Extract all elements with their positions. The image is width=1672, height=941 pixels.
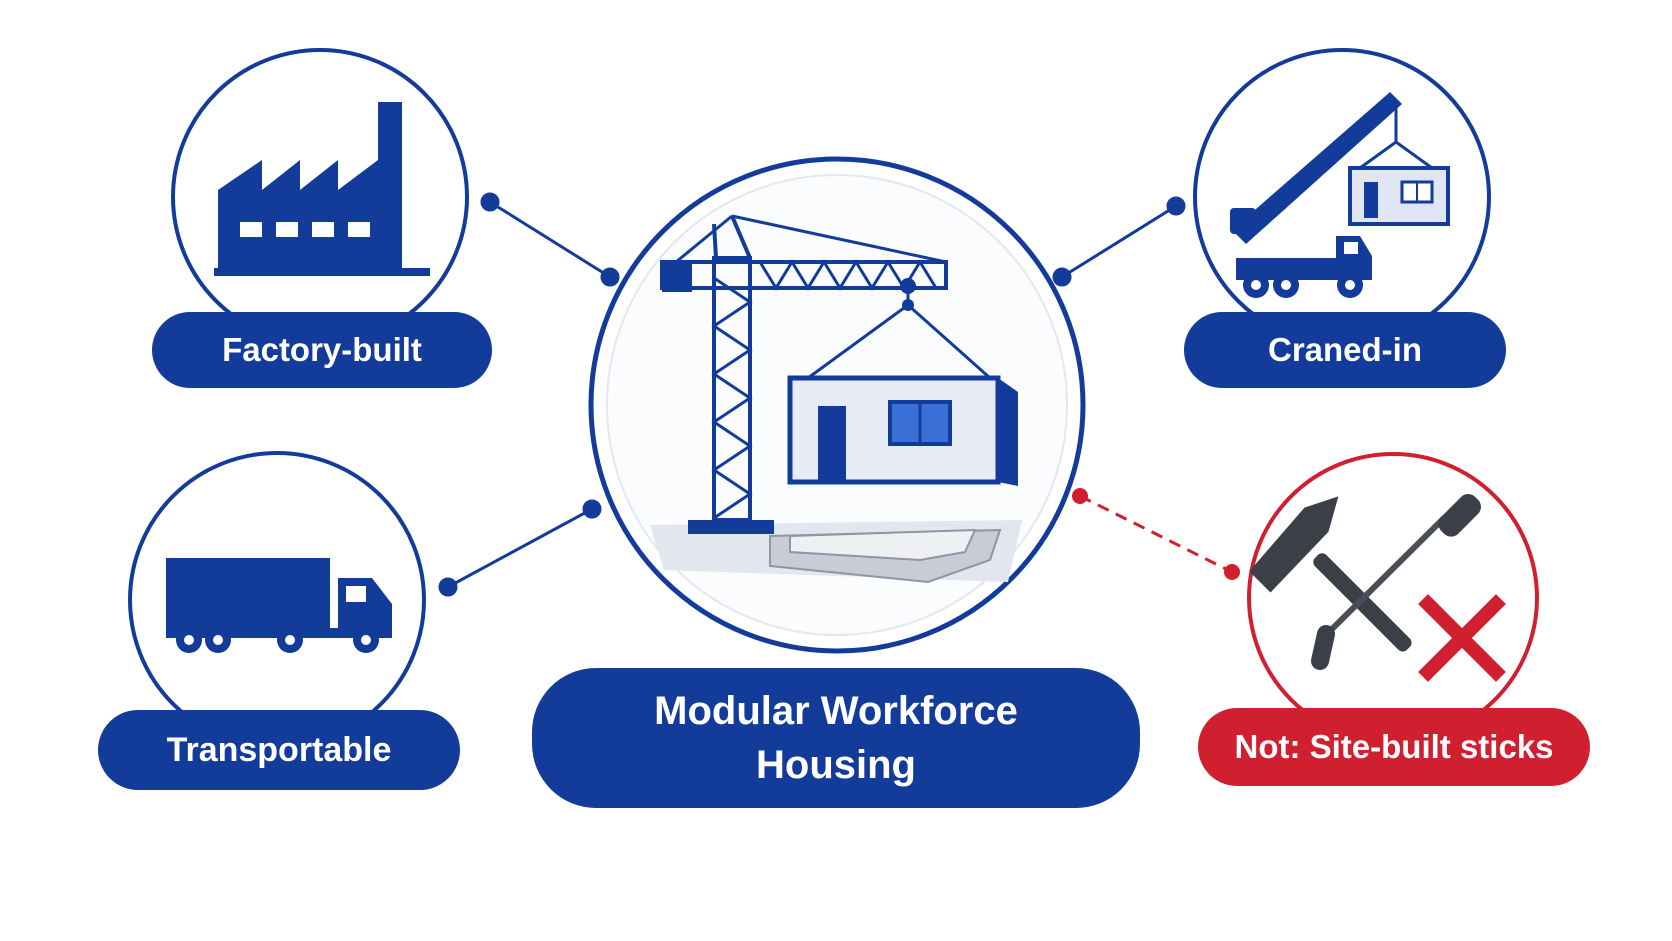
transportable-label: Transportable — [98, 710, 460, 790]
transportable-text: Transportable — [166, 730, 392, 769]
modular-unit-icon — [787, 375, 1018, 486]
connector-factory — [480, 192, 620, 287]
truck-icon — [166, 558, 392, 653]
crane-details — [662, 262, 916, 534]
connector-transport — [438, 499, 602, 597]
craned-in-text: Craned-in — [1267, 331, 1422, 368]
foundation-icon — [650, 520, 1022, 584]
connector-craned — [1052, 196, 1186, 287]
not-site-built-label: Not: Site-built sticks — [1198, 708, 1590, 786]
tower-crane-icon — [660, 214, 991, 522]
connector-not-site — [1072, 488, 1240, 580]
main-title-line-2: Housing — [756, 743, 916, 787]
x-mark-icon — [1418, 594, 1506, 682]
factory-icon — [214, 102, 430, 276]
crane-truck-icon — [1230, 92, 1450, 298]
main-title-line-1: Modular Workforce — [654, 689, 1018, 733]
not-site-built-text: Not: Site-built sticks — [1234, 728, 1554, 765]
factory-built-label: Factory-built — [152, 312, 492, 388]
hammer-screwdriver-icon — [1249, 494, 1481, 670]
factory-built-text: Factory-built — [222, 331, 422, 368]
craned-in-label: Craned-in — [1184, 312, 1506, 388]
main-title-label: Modular Workforce Housing — [532, 668, 1140, 808]
